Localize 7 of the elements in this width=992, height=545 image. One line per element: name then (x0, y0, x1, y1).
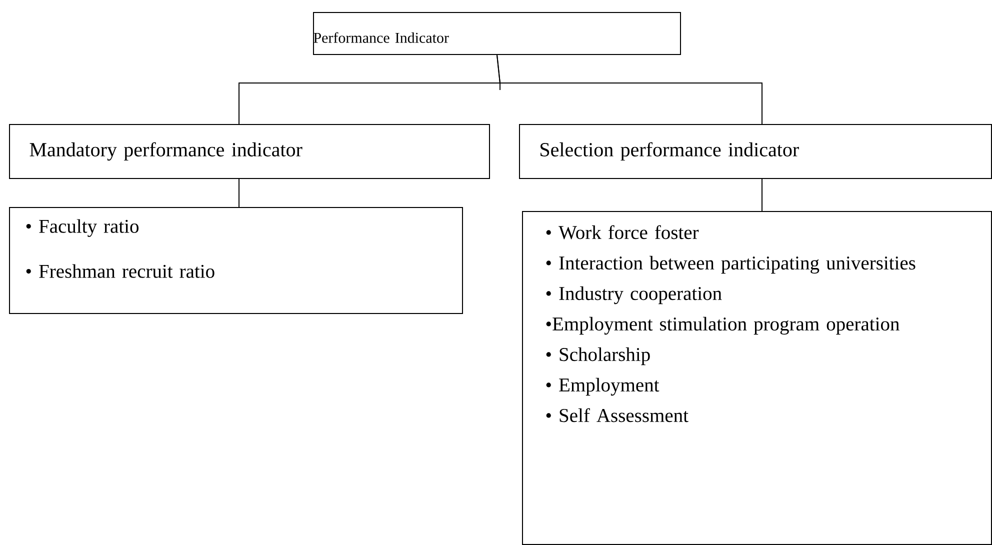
connector (496, 54, 762, 124)
connector (238, 178, 240, 208)
list-box: • Faculty ratio • Freshman recruit ratio (9, 207, 463, 314)
category-box: Selection performance indicator (519, 124, 992, 179)
title-box: Performance Indicator (313, 12, 681, 55)
list-box: • Work force foster • Interaction between participating universities • Industry cooperation •Employment stimulation program operation • Scholarship • Employment • Self Assessment (522, 211, 992, 545)
category-box: Mandatory performance indicator (9, 124, 490, 179)
